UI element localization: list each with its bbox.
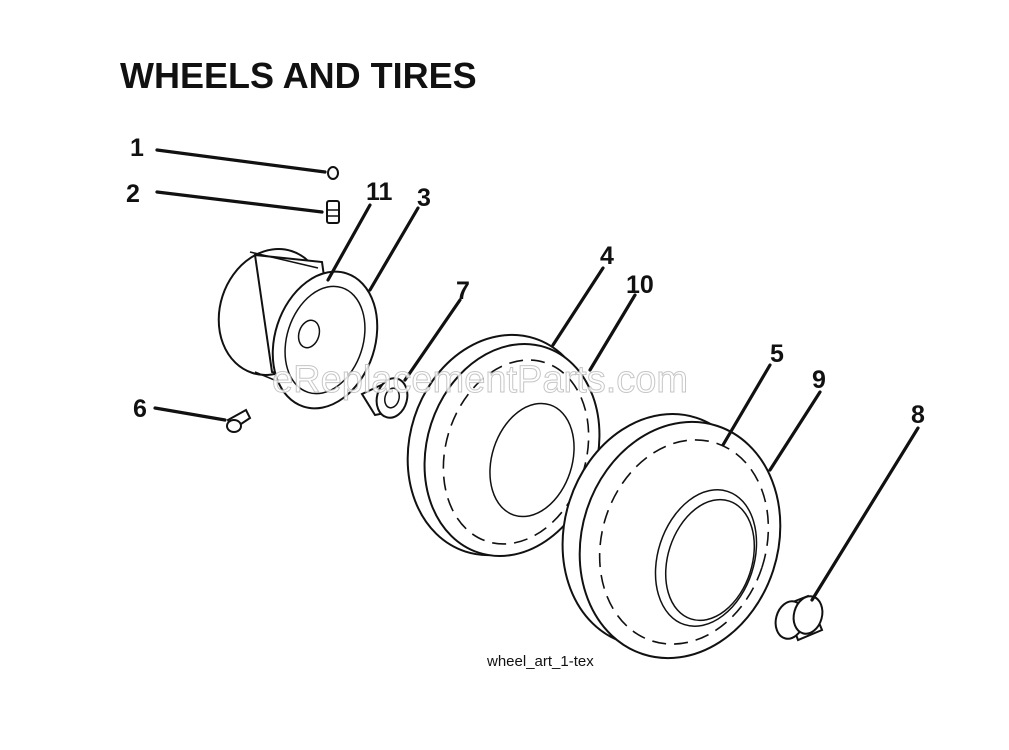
bearing-bushing xyxy=(360,377,409,419)
hub-cap xyxy=(774,594,824,642)
wheel-rim xyxy=(217,248,379,410)
watermark: eReplacementParts.com xyxy=(272,359,688,401)
callout-2: 2 xyxy=(126,180,140,208)
leader-lines xyxy=(153,148,920,602)
callout-5: 5 xyxy=(770,340,784,368)
callout-7: 7 xyxy=(456,277,470,305)
callout-9: 9 xyxy=(812,366,826,394)
valve-stem xyxy=(326,200,340,224)
valve-cap xyxy=(327,166,339,180)
callout-4: 4 xyxy=(600,242,614,270)
callout-numbers: 1 2 11 3 7 4 10 5 9 8 6 xyxy=(126,134,925,429)
callout-1: 1 xyxy=(130,134,144,162)
figure-caption: wheel_art_1-tex xyxy=(486,653,594,670)
callout-8: 8 xyxy=(911,401,925,429)
diagram-title: WHEELS AND TIRES xyxy=(120,55,477,96)
grease-fitting xyxy=(226,408,252,433)
rear-tire xyxy=(561,412,782,660)
callout-11: 11 xyxy=(366,178,393,206)
callout-6: 6 xyxy=(133,395,147,423)
front-tire xyxy=(406,333,601,558)
callout-10: 10 xyxy=(626,271,654,299)
callout-3: 3 xyxy=(417,184,431,212)
